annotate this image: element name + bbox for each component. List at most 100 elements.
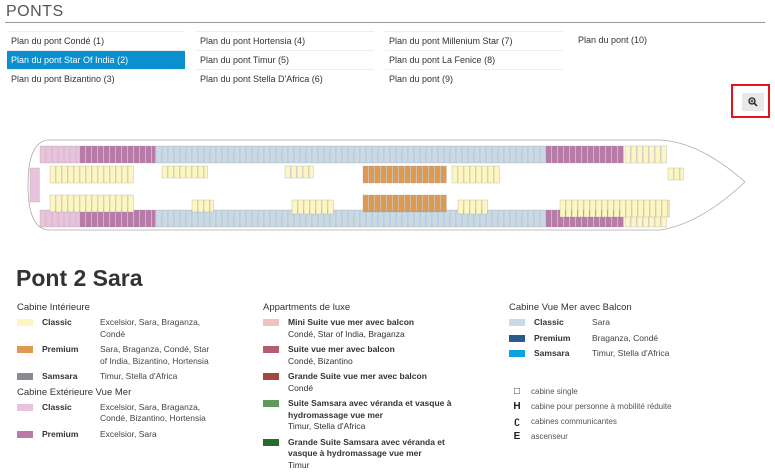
cabin[interactable] bbox=[73, 194, 80, 213]
cabin[interactable] bbox=[127, 165, 134, 184]
cabin[interactable] bbox=[491, 145, 498, 164]
cabin[interactable] bbox=[115, 145, 122, 164]
cabin[interactable] bbox=[463, 165, 470, 184]
cabin[interactable] bbox=[209, 199, 214, 213]
cabin[interactable] bbox=[581, 145, 588, 164]
cabin[interactable] bbox=[55, 165, 62, 184]
cabin[interactable] bbox=[209, 209, 216, 228]
cabin[interactable] bbox=[654, 145, 661, 164]
cabin[interactable] bbox=[145, 145, 152, 164]
cabin[interactable] bbox=[398, 165, 405, 184]
cabin[interactable] bbox=[161, 209, 168, 228]
cabin[interactable] bbox=[257, 145, 264, 164]
cabin[interactable] bbox=[515, 209, 522, 228]
cabin[interactable] bbox=[61, 194, 68, 213]
cabin[interactable] bbox=[127, 209, 134, 228]
cabin[interactable] bbox=[667, 199, 670, 218]
cabin[interactable] bbox=[75, 145, 80, 164]
cabin[interactable] bbox=[416, 194, 423, 213]
cabin[interactable] bbox=[155, 209, 162, 228]
cabin[interactable] bbox=[263, 145, 270, 164]
cabin[interactable] bbox=[642, 145, 649, 164]
cabin[interactable] bbox=[569, 145, 576, 164]
cabin[interactable] bbox=[347, 209, 354, 228]
cabin[interactable] bbox=[377, 209, 384, 228]
cabin[interactable] bbox=[368, 194, 375, 213]
cabin[interactable] bbox=[551, 209, 558, 228]
cabin[interactable] bbox=[413, 209, 420, 228]
cabin[interactable] bbox=[497, 145, 504, 164]
cabin[interactable] bbox=[297, 199, 304, 215]
cabin[interactable] bbox=[631, 199, 638, 218]
cabin[interactable] bbox=[121, 165, 128, 184]
cabin[interactable] bbox=[461, 145, 468, 164]
cabin[interactable] bbox=[577, 199, 584, 218]
zoom-button[interactable] bbox=[742, 93, 764, 111]
cabin[interactable] bbox=[587, 145, 594, 164]
cabin[interactable] bbox=[661, 199, 668, 218]
cabin[interactable] bbox=[491, 209, 498, 228]
cabin[interactable] bbox=[233, 145, 240, 164]
cabin[interactable] bbox=[49, 194, 56, 213]
cabin[interactable] bbox=[362, 165, 369, 184]
cabin[interactable] bbox=[173, 145, 180, 164]
cabin[interactable] bbox=[55, 194, 62, 213]
cabin[interactable] bbox=[197, 165, 204, 179]
cabin[interactable] bbox=[269, 145, 276, 164]
tab-deck-6[interactable]: Plan du pont Stella D'Africa (6) bbox=[196, 69, 374, 88]
cabin[interactable] bbox=[565, 199, 572, 218]
cabin[interactable] bbox=[422, 194, 429, 213]
cabin[interactable] bbox=[440, 194, 447, 213]
cabin[interactable] bbox=[392, 165, 399, 184]
tab-deck-7[interactable]: Plan du pont Millenium Star (7) bbox=[385, 31, 563, 50]
tab-deck-1[interactable]: Plan du pont Condé (1) bbox=[7, 31, 185, 50]
cabin[interactable] bbox=[434, 165, 441, 184]
cabin[interactable] bbox=[115, 194, 122, 213]
cabin[interactable] bbox=[161, 145, 168, 164]
cabin[interactable] bbox=[293, 145, 300, 164]
cabin[interactable] bbox=[67, 165, 74, 184]
cabin[interactable] bbox=[359, 209, 366, 228]
cabin[interactable] bbox=[392, 194, 399, 213]
cabin[interactable] bbox=[365, 209, 372, 228]
cabin[interactable] bbox=[359, 145, 366, 164]
cabin[interactable] bbox=[377, 145, 384, 164]
cabin[interactable] bbox=[167, 209, 174, 228]
cabin[interactable] bbox=[51, 145, 58, 164]
cabin[interactable] bbox=[302, 165, 309, 179]
cabin[interactable] bbox=[281, 145, 288, 164]
cabin[interactable] bbox=[275, 145, 282, 164]
cabin[interactable] bbox=[323, 145, 330, 164]
cabin[interactable] bbox=[539, 145, 546, 164]
cabin[interactable] bbox=[380, 194, 387, 213]
cabin[interactable] bbox=[521, 145, 528, 164]
cabin[interactable] bbox=[139, 209, 146, 228]
cabin[interactable] bbox=[191, 145, 198, 164]
cabin[interactable] bbox=[401, 209, 408, 228]
cabin[interactable] bbox=[185, 209, 192, 228]
cabin[interactable] bbox=[257, 209, 264, 228]
cabin[interactable] bbox=[398, 194, 405, 213]
cabin[interactable] bbox=[203, 199, 210, 213]
cabin[interactable] bbox=[85, 194, 92, 213]
cabin[interactable] bbox=[667, 167, 674, 181]
cabin[interactable] bbox=[133, 209, 140, 228]
cabin[interactable] bbox=[67, 194, 74, 213]
cabin[interactable] bbox=[287, 145, 294, 164]
cabin[interactable] bbox=[386, 165, 393, 184]
cabin[interactable] bbox=[575, 145, 582, 164]
cabin[interactable] bbox=[613, 199, 620, 218]
cabin[interactable] bbox=[329, 145, 336, 164]
cabin[interactable] bbox=[303, 199, 310, 215]
cabin[interactable] bbox=[533, 209, 540, 228]
cabin[interactable] bbox=[611, 145, 618, 164]
cabin[interactable] bbox=[559, 199, 566, 218]
cabin[interactable] bbox=[655, 199, 662, 218]
cabin[interactable] bbox=[485, 209, 492, 228]
cabin[interactable] bbox=[97, 194, 104, 213]
cabin[interactable] bbox=[407, 145, 414, 164]
cabin[interactable] bbox=[197, 209, 204, 228]
cabin[interactable] bbox=[410, 194, 417, 213]
tab-deck-9[interactable]: Plan du pont (9) bbox=[385, 69, 563, 88]
cabin[interactable] bbox=[79, 165, 86, 184]
